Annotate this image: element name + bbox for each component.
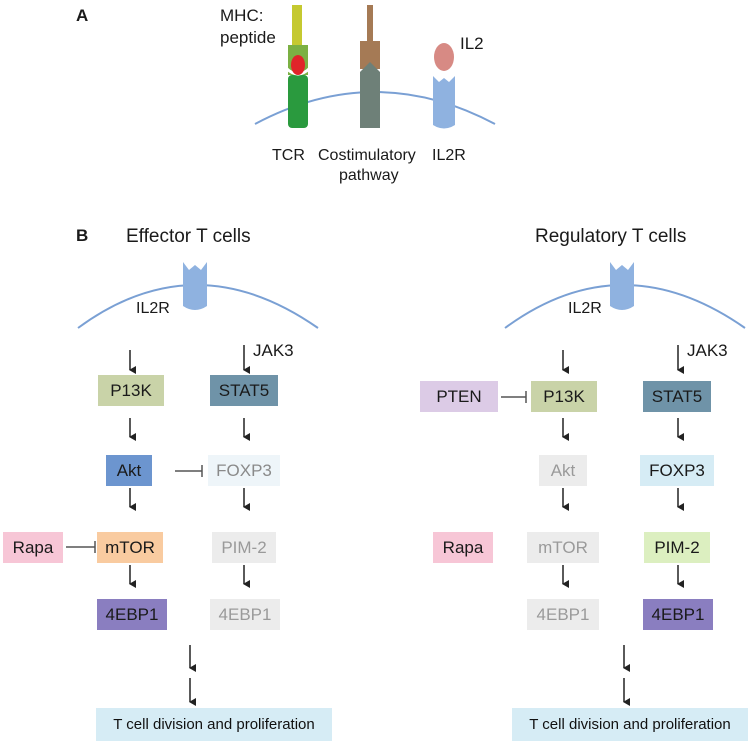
regulatory-pim2-node: PIM-2 [644, 532, 710, 563]
mhc-label: MHC: [220, 6, 264, 25]
regulatory-result-box: T cell division and proliferation [512, 708, 748, 741]
effector-rapa-node: Rapa [3, 532, 63, 563]
effector-il2r-label: IL2R [136, 300, 170, 317]
effector-4ebp1-right-node: 4EBP1 [210, 599, 280, 630]
regulatory-title: Regulatory T cells [535, 226, 687, 247]
regulatory-4ebp1-right-node: 4EBP1 [643, 599, 713, 630]
regulatory-il2r-label: IL2R [568, 300, 602, 317]
il2-label: IL2 [460, 34, 484, 53]
regulatory-4ebp1-left-node: 4EBP1 [527, 599, 599, 630]
effector-4ebp1-left-node: 4EBP1 [97, 599, 167, 630]
effector-title: Effector T cells [126, 226, 251, 247]
effector-foxp3-node: FOXP3 [208, 455, 280, 486]
costimulatory-receptor-icon [360, 5, 380, 128]
pathway-label: pathway [339, 167, 399, 184]
tcr-label: TCR [272, 147, 305, 164]
effector-pim2-node: PIM-2 [212, 532, 276, 563]
il2-receptor-icon [433, 43, 455, 129]
regulatory-foxp3-node: FOXP3 [640, 455, 714, 486]
regulatory-jak3-label: JAK3 [687, 341, 728, 360]
il2r-label-a: IL2R [432, 147, 466, 164]
costimulatory-label: Costimulatory [318, 147, 416, 164]
regulatory-pi3k-node: P13K [531, 381, 597, 412]
effector-akt-node: Akt [106, 455, 152, 486]
effector-pi3k-node: P13K [98, 375, 164, 406]
panel-b-label: B [76, 226, 89, 245]
regulatory-stat5-node: STAT5 [643, 381, 711, 412]
effector-jak3-label: JAK3 [253, 341, 294, 360]
regulatory-pten-node: PTEN [420, 381, 498, 412]
regulatory-mtor-node: mTOR [527, 532, 599, 563]
regulatory-rapa-node: Rapa [433, 532, 493, 563]
regulatory-akt-node: Akt [539, 455, 587, 486]
effector-result-box: T cell division and proliferation [96, 708, 332, 741]
effector-mtor-node: mTOR [97, 532, 163, 563]
panel-a-label: A [76, 6, 89, 25]
il2r-receptor-regulatory-icon [610, 262, 634, 310]
effector-stat5-node: STAT5 [210, 375, 278, 406]
tcr-receptor-icon [284, 5, 312, 128]
peptide-label: peptide [220, 28, 276, 47]
il2r-receptor-effector-icon [183, 262, 207, 310]
